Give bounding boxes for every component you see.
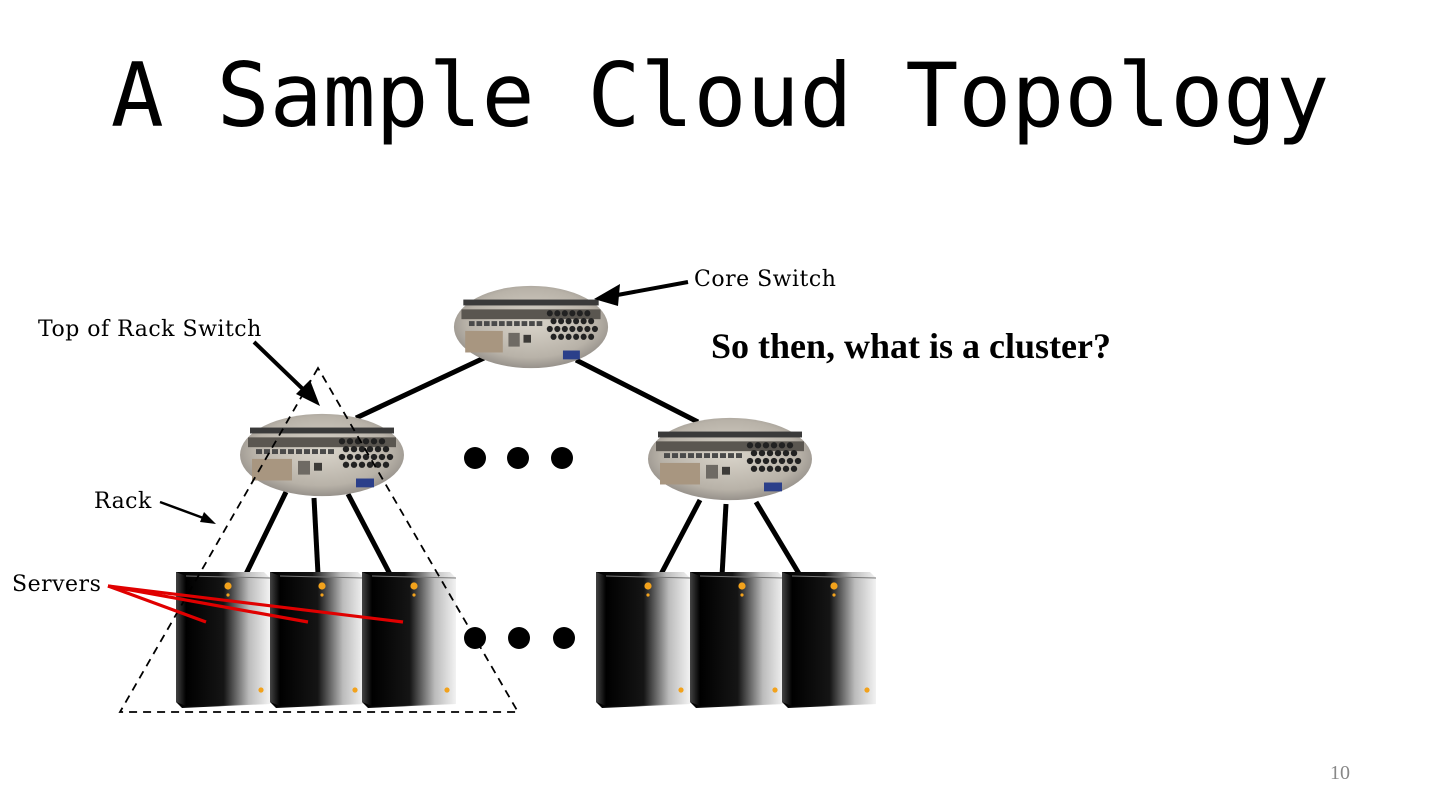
ellipsis-dots-icon xyxy=(464,447,573,469)
cluster-question: So then, what is a cluster? xyxy=(711,326,1112,366)
ellipsis-dots-icon xyxy=(464,627,575,649)
tor-switch-arrow xyxy=(252,340,320,406)
rack-label: Rack xyxy=(94,489,152,514)
servers-pointer-lines xyxy=(107,584,404,624)
rack-arrow xyxy=(159,500,216,524)
page-number: 10 xyxy=(1330,762,1350,784)
servers-label: Servers xyxy=(12,572,101,597)
server-tower-icon xyxy=(269,571,365,709)
link-left-tor-to-server-2 xyxy=(311,497,321,575)
core-switch-icon xyxy=(453,285,609,369)
link-right-tor-to-server-4 xyxy=(657,498,703,578)
server-tower-icon xyxy=(689,571,785,709)
link-left-tor-to-server-3 xyxy=(345,492,395,580)
link-left-tor-to-server-1 xyxy=(243,490,289,576)
rack-outline xyxy=(118,366,520,713)
tor-switch-label: Top of Rack Switch xyxy=(38,317,262,342)
right-tor-switch-icon xyxy=(648,417,812,501)
link-core-to-left-tor xyxy=(354,355,486,421)
slide-title: A Sample Cloud Topology xyxy=(110,44,1330,147)
core-switch-label: Core Switch xyxy=(694,267,836,292)
core-switch-arrow xyxy=(594,280,689,306)
left-tor-switch-icon xyxy=(240,413,404,497)
server-tower-icon xyxy=(595,571,691,709)
server-tower-icon xyxy=(361,571,457,709)
server-tower-icon xyxy=(175,571,271,709)
link-right-tor-to-server-5 xyxy=(719,503,729,577)
server-tower-icon xyxy=(781,571,877,709)
link-right-tor-to-server-6 xyxy=(753,500,807,584)
link-core-to-right-tor xyxy=(574,357,700,425)
